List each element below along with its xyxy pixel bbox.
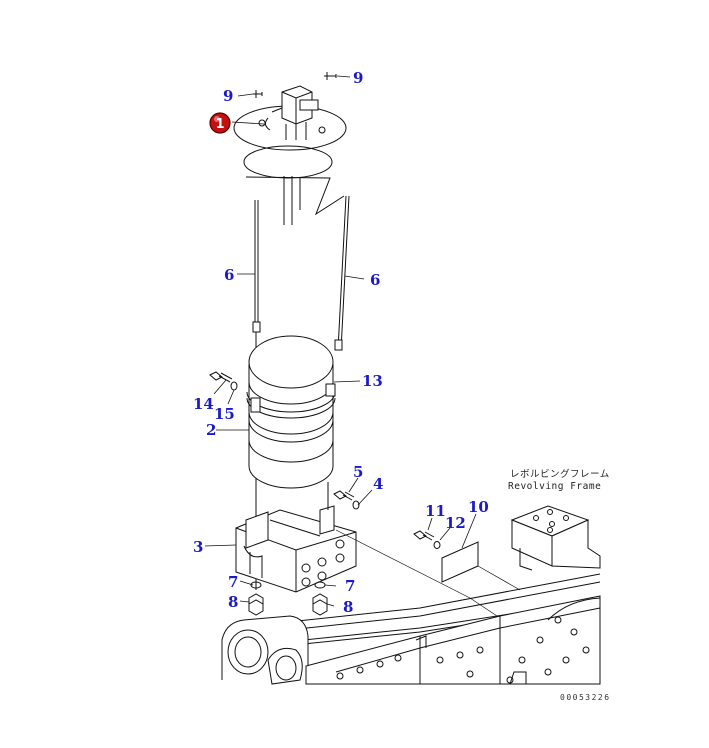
callout-13[interactable]: 13 (362, 372, 383, 390)
fuel-sender-unit (233, 72, 347, 225)
callout-7-right[interactable]: 7 (345, 577, 355, 595)
callout-11[interactable]: 11 (425, 502, 446, 520)
assembly-marker-1[interactable]: 1 (209, 112, 231, 134)
washer-7-left (250, 581, 262, 589)
plate-10 (441, 541, 479, 583)
callout-9-left[interactable]: 9 (223, 87, 233, 105)
callout-10[interactable]: 10 (468, 498, 489, 516)
callout-8-left[interactable]: 8 (228, 593, 238, 611)
washer-12 (433, 541, 441, 549)
callout-15[interactable]: 15 (214, 405, 235, 423)
leader-lines (204, 75, 477, 607)
callout-6-left[interactable]: 6 (224, 266, 234, 284)
washer-7-right (314, 581, 326, 589)
assembly-marker-label: 1 (215, 117, 224, 132)
bolt-9-right (324, 72, 337, 80)
frame-support-box (510, 505, 601, 571)
callout-5[interactable]: 5 (353, 463, 363, 481)
callout-2[interactable]: 2 (206, 421, 216, 439)
callout-3[interactable]: 3 (193, 538, 203, 556)
washer-15 (230, 381, 238, 391)
callout-12[interactable]: 12 (445, 514, 466, 532)
fuel-tank (246, 335, 336, 489)
callout-7-left[interactable]: 7 (228, 573, 238, 591)
drawing-code: 00053226 (560, 693, 611, 702)
callout-14[interactable]: 14 (193, 395, 214, 413)
nut-8-right (312, 593, 328, 616)
bolt-5 (333, 490, 355, 501)
frame-label-en: Revolving Frame (508, 481, 601, 492)
callout-6-right[interactable]: 6 (370, 271, 380, 289)
bolt-9-left (253, 90, 263, 98)
bolt-14 (209, 371, 233, 383)
revolving-frame (221, 573, 601, 685)
frame-label-jp: レボルビングフレーム (510, 468, 610, 480)
callout-4[interactable]: 4 (373, 475, 383, 493)
mounting-bracket (235, 482, 357, 593)
bolt-11 (413, 530, 435, 541)
callout-9-right[interactable]: 9 (353, 69, 363, 87)
frame-holes (336, 616, 590, 684)
rod-right (334, 195, 350, 351)
nut-8-left (248, 593, 264, 616)
callout-8-right[interactable]: 8 (343, 598, 353, 616)
washer-4 (352, 500, 360, 510)
